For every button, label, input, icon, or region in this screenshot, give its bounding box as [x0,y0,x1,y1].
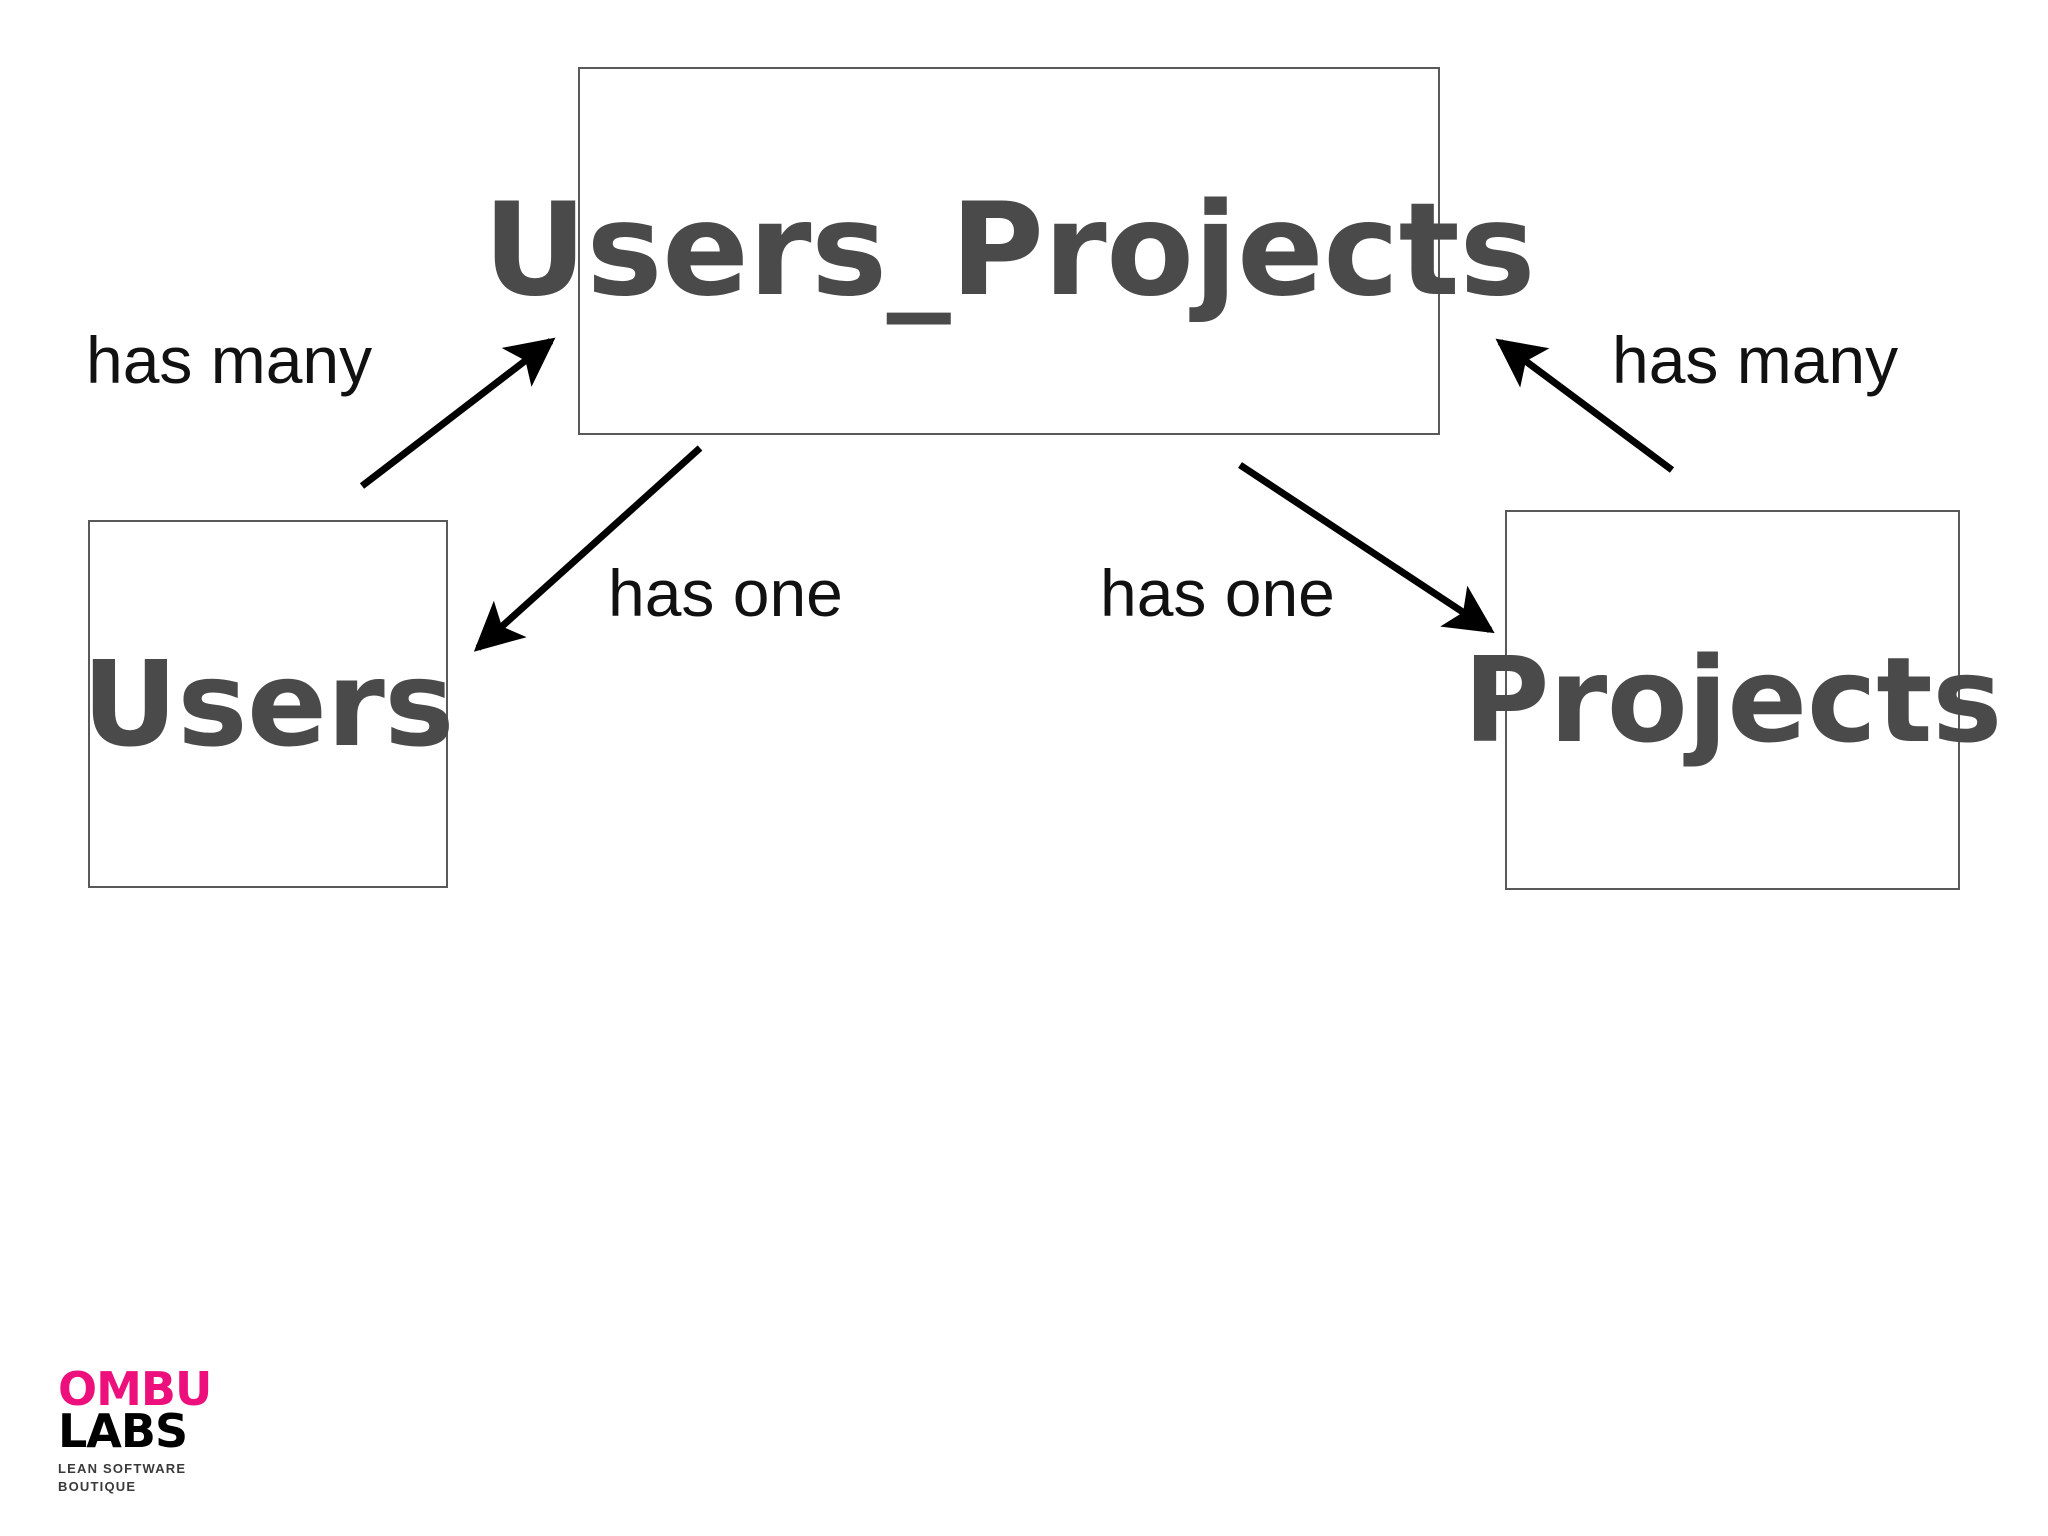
entity-box-projects[interactable]: Projects [1463,510,2002,890]
ombu-labs-logo: OMBU LABS LEAN SOFTWARE BOUTIQUE [58,1362,318,1497]
arrow-users-has-many-users-projects [359,337,556,489]
entity-label-projects: Projects [1463,631,2002,769]
entity-box-users[interactable]: Users [82,520,455,888]
relationship-label-projects-has-many: has many [1612,323,1899,397]
relationship-label-has-one-users: has one [608,556,843,630]
logo-brand-secondary: LABS [58,1404,188,1459]
logo-tagline-line2: BOUTIQUE [58,1479,137,1495]
entity-box-users-projects[interactable]: Users_Projects [483,67,1536,435]
logo-brand-primary: OMBU [58,1362,212,1416]
relationship-label-has-one-projects: has one [1100,556,1335,630]
logo-tagline-line1: LEAN SOFTWARE [58,1460,187,1476]
entity-label-users-projects: Users_Projects [482,176,1536,325]
relationship-label-users-has-many: has many [86,323,373,397]
entity-label-users: Users [82,635,455,773]
